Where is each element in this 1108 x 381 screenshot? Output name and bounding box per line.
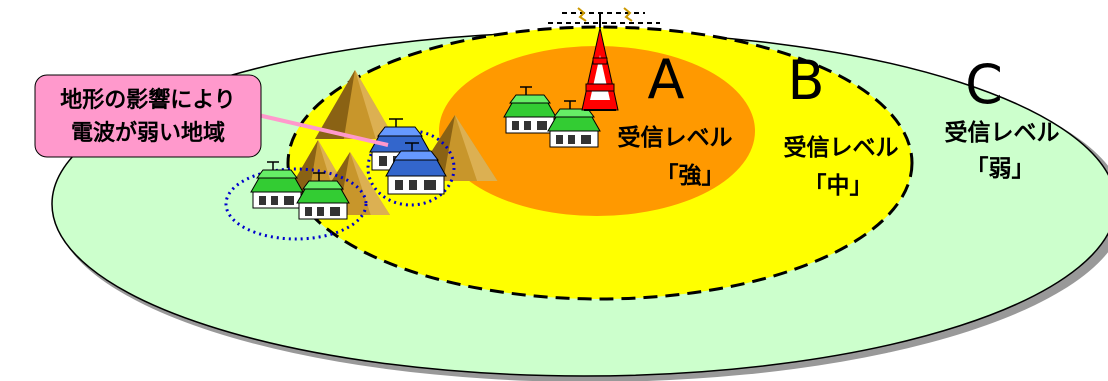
weak-area-ring-right xyxy=(366,129,456,207)
weak-area-ring-left xyxy=(224,167,368,241)
zone-c-letter: C xyxy=(965,53,1003,116)
zone-a-level: 「強」 xyxy=(656,163,725,189)
signal-waves-icon xyxy=(548,7,660,24)
zone-c-level: 「弱」 xyxy=(966,156,1035,182)
zone-a-label: 受信レベル xyxy=(618,124,733,151)
zone-a-letter: A xyxy=(648,48,685,111)
zone-b-level: 「中」 xyxy=(804,173,873,199)
broadcast-tower-icon xyxy=(581,12,619,111)
callout-line-2: 電波が弱い地域 xyxy=(71,120,225,146)
callout-line-1: 地形の影響により xyxy=(60,87,236,113)
zone-b-letter: B xyxy=(787,49,824,112)
zone-c-label: 受信レベル xyxy=(945,119,1060,146)
callout-box xyxy=(34,74,262,158)
zone-b-label: 受信レベル xyxy=(784,134,899,161)
callout-pointer xyxy=(257,113,389,147)
